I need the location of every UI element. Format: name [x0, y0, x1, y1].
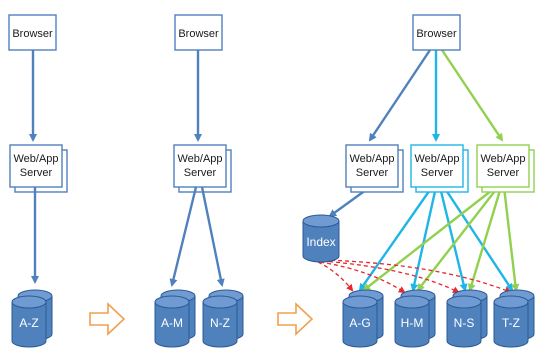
db-label: H-M — [401, 316, 424, 330]
server3-to-db-t-z-arrow — [502, 186, 520, 292]
server-label-line1: Web/App — [177, 153, 222, 165]
db-label: N-Z — [210, 316, 230, 330]
server-label-line2: Server — [356, 167, 389, 179]
server2-to-db-n-s-arrow — [438, 186, 468, 292]
transition-arrow-icon — [277, 302, 314, 336]
server-label-line2: Server — [184, 167, 217, 179]
browser-box: Browser — [8, 14, 57, 51]
browser-to-server3-arrow — [441, 49, 504, 142]
stage-3: Browser Web/App Server Web/App Server We… — [302, 14, 535, 348]
server-label-line2: Server — [487, 167, 520, 179]
database-n-s: N-S — [446, 289, 488, 348]
server2-to-db-t-z-arrow — [442, 186, 514, 292]
server-to-db1-arrow — [169, 186, 198, 287]
server3-to-db-a-g-arrow — [362, 186, 497, 292]
db-label: N-S — [454, 316, 475, 330]
index-database: Index — [302, 214, 340, 263]
stage-2: Browser Web/App Server A-M N-Z — [154, 14, 244, 348]
db-label: T-Z — [502, 316, 520, 330]
browser-label: Browser — [12, 28, 53, 40]
server-label-line1: Web/App — [414, 153, 459, 165]
server3-to-db-h-m-arrow — [416, 186, 499, 292]
browser-to-server1-arrow — [368, 49, 431, 142]
server-box-1: Web/App Server — [345, 144, 404, 193]
server-box: Web/App Server — [9, 144, 68, 193]
server-label-line2: Server — [421, 167, 454, 179]
index-to-db-n-s-dashed-arrow — [321, 260, 460, 293]
index-to-db-t-z-dashed-arrow — [323, 259, 512, 294]
server2-to-db-a-g-arrow — [358, 186, 433, 292]
server2-to-db-h-m-arrow — [410, 186, 438, 292]
server-box: Web/App Server — [173, 144, 232, 193]
index-to-db-h-m-dashed-arrow — [319, 261, 406, 294]
server-label-line1: Web/App — [349, 153, 394, 165]
server-box-3: Web/App Server — [476, 144, 535, 193]
server-label-line1: Web/App — [480, 153, 525, 165]
database-n-z: N-Z — [202, 289, 244, 348]
server-to-db2-arrow — [200, 186, 225, 287]
index-label: Index — [306, 235, 335, 249]
database-h-m: H-M — [394, 289, 436, 348]
browser-box: Browser — [174, 14, 223, 51]
browser-label: Browser — [416, 28, 457, 40]
database-a-g: A-G — [342, 289, 384, 348]
server-box-2: Web/App Server — [410, 144, 469, 193]
server3-to-db-n-s-arrow — [467, 186, 503, 292]
server-label-line2: Server — [20, 167, 53, 179]
database-t-z: T-Z — [493, 289, 535, 348]
index-to-db-a-g-dashed-arrow — [317, 261, 354, 292]
database-a-z: A-Z — [11, 289, 53, 348]
browser-box: Browser — [412, 14, 461, 51]
db-label: A-M — [161, 316, 183, 330]
browser-label: Browser — [178, 28, 219, 40]
server-label-line1: Web/App — [13, 153, 58, 165]
db-label: A-G — [349, 316, 370, 330]
db-label: A-Z — [19, 316, 38, 330]
transition-arrow-icon — [89, 302, 126, 336]
stage-1: Browser Web/App Server A-Z — [8, 14, 68, 348]
database-a-m: A-M — [154, 289, 196, 348]
